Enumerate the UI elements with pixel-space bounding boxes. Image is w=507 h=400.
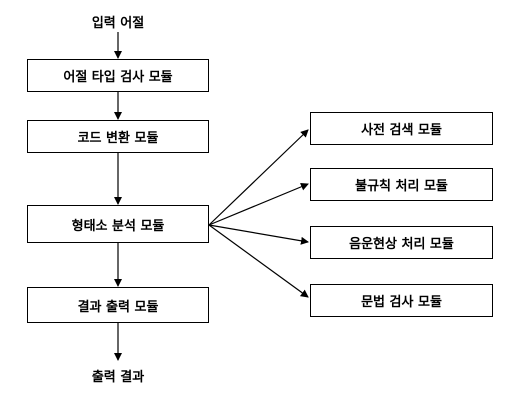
arrow-morph-to-dictionary xyxy=(208,129,309,226)
type-check-module: 어절 타입 검사 모듈 xyxy=(27,59,209,92)
phonology-module: 음운현상 처리 모듈 xyxy=(310,226,493,259)
arrow-morph-to-irregular xyxy=(208,182,309,226)
morph-analysis-module: 형태소 분석 모듈 xyxy=(27,205,209,243)
arrow-morph-to-phonology xyxy=(208,224,309,245)
output-label: 출력 결과 xyxy=(91,370,145,385)
input-label: 입력 어절 xyxy=(91,16,145,31)
arrow-morph-to-grammar xyxy=(208,224,309,298)
code-convert-module: 코드 변환 모듈 xyxy=(27,120,209,153)
grammar-check-module: 문법 검사 모듈 xyxy=(310,284,493,317)
dictionary-search-module: 사전 검색 모듈 xyxy=(310,112,493,145)
irregular-module: 불규칙 처리 모듈 xyxy=(310,168,493,201)
result-output-module: 결과 출력 모듈 xyxy=(27,287,209,323)
